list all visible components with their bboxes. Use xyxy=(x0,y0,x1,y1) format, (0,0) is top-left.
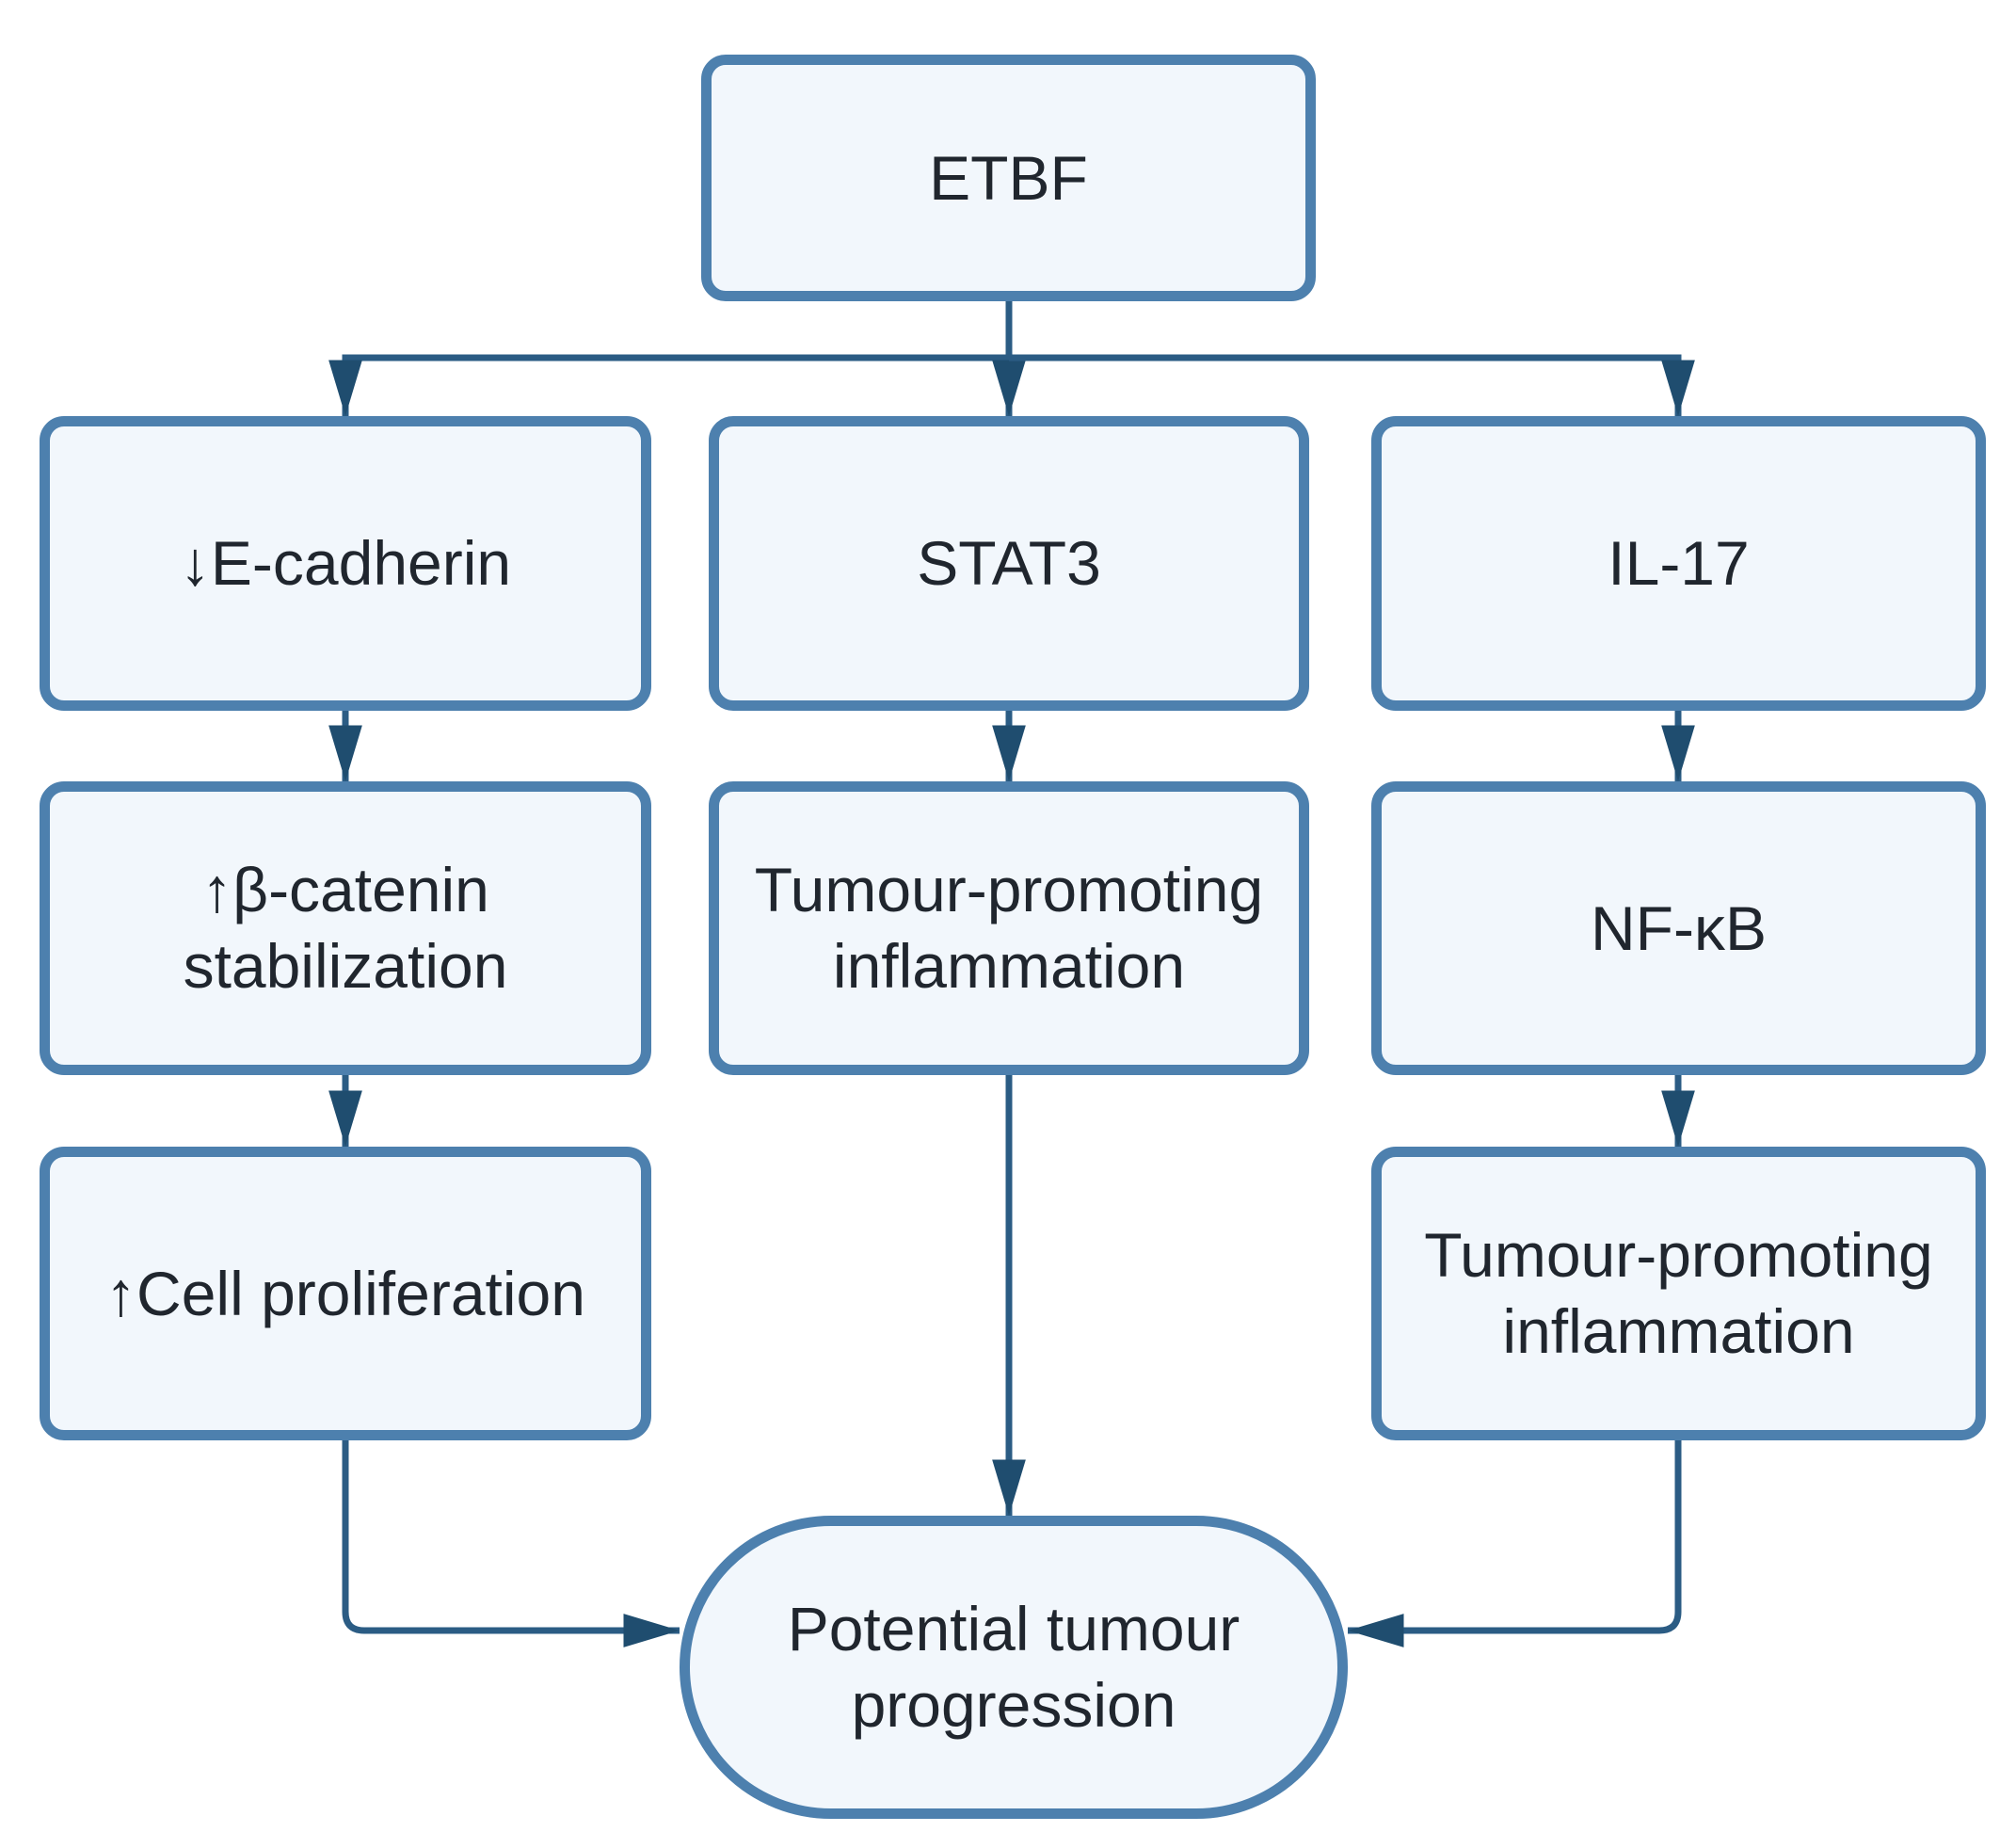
node-beta-catenin-stabilization: ↑β-catenin stabilization xyxy=(40,781,651,1075)
node-e-cadherin: ↓E-cadherin xyxy=(40,416,651,711)
node-tumour-promoting-inflammation-right-label: Tumour-promoting inflammation xyxy=(1424,1220,1933,1366)
node-il-17: IL-17 xyxy=(1371,416,1986,711)
node-e-cadherin-label: ↓E-cadherin xyxy=(179,528,512,599)
edge-tpiright-progression xyxy=(1348,1440,1682,1647)
node-potential-tumour-progression-label: Potential tumour progression xyxy=(787,1594,1240,1740)
node-etbf-label: ETBF xyxy=(929,142,1088,213)
node-tumour-promoting-inflammation-mid: Tumour-promoting inflammation xyxy=(709,781,1309,1075)
edge-cellprolif-progression xyxy=(342,1440,680,1647)
node-nf-kb: NF-κB xyxy=(1371,781,1986,1075)
node-cell-proliferation: ↑Cell proliferation xyxy=(40,1147,651,1440)
node-etbf: ETBF xyxy=(701,55,1316,301)
node-potential-tumour-progression: Potential tumour progression xyxy=(680,1516,1348,1819)
node-cell-proliferation-label: ↑Cell proliferation xyxy=(105,1258,585,1328)
edge-etbf-ecadherin xyxy=(328,354,1009,416)
node-beta-catenin-stabilization-label: ↑β-catenin stabilization xyxy=(183,855,508,1001)
node-il-17-label: IL-17 xyxy=(1608,528,1750,599)
node-stat3-label: STAT3 xyxy=(917,528,1101,599)
node-nf-kb-label: NF-κB xyxy=(1591,892,1767,963)
node-tumour-promoting-inflammation-mid-label: Tumour-promoting inflammation xyxy=(754,855,1264,1001)
node-tumour-promoting-inflammation-right: Tumour-promoting inflammation xyxy=(1371,1147,1986,1440)
edge-etbf-il17 xyxy=(1009,354,1695,416)
node-stat3: STAT3 xyxy=(709,416,1309,711)
